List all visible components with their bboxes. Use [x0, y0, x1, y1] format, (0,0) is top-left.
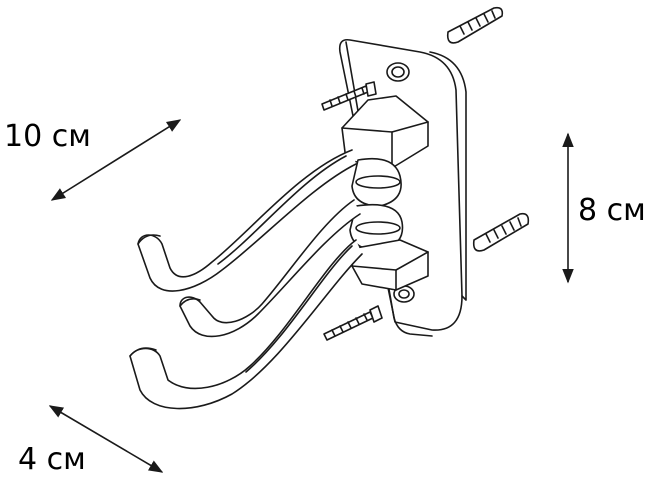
- hook-arm-top: [137, 149, 357, 292]
- lower-bracket: [351, 239, 429, 291]
- depth-dimension-label: 10 см: [4, 119, 91, 154]
- upper-bracket: [341, 95, 429, 169]
- screw-top: [321, 81, 377, 111]
- height-dimension-label: 8 см: [578, 193, 646, 228]
- swivel-knuckles: [349, 157, 404, 251]
- depth-dimension-arrow: [50, 119, 182, 201]
- screw-bottom: [323, 305, 383, 341]
- width-dimension-label: 4 см: [18, 442, 86, 477]
- wall-plug-bottom: [472, 212, 530, 252]
- hook-arm-middle: [179, 199, 361, 338]
- width-dimension-arrow: [48, 405, 164, 473]
- hook-arm-bottom: [129, 239, 363, 410]
- wall-plug-top: [446, 6, 504, 44]
- mounting-hole-top: [386, 62, 410, 82]
